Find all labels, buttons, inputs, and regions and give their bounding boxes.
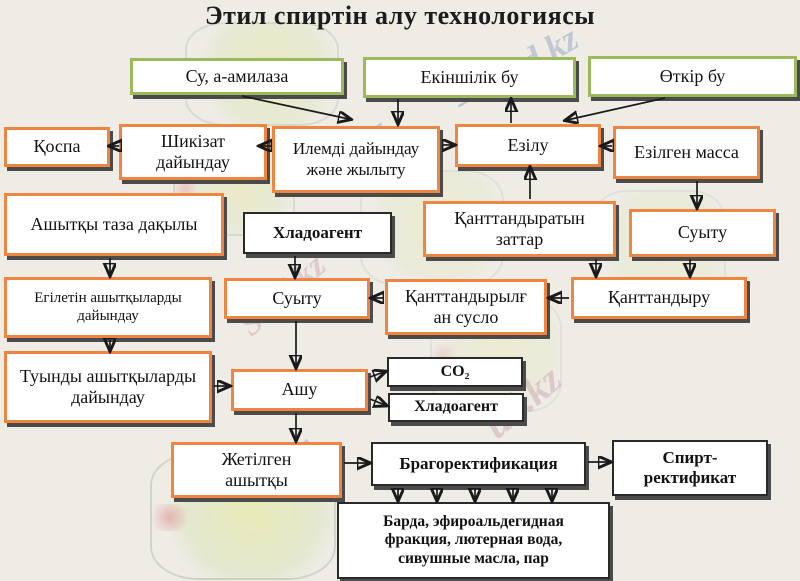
box-qanttandyru: Қанттандыру: [571, 277, 747, 319]
arrow-su-to-ilemdi: [241, 95, 349, 119]
box-qospa: Қоспа: [4, 127, 110, 167]
box-qanttandyratyn-zattar: Қанттандыратын заттар: [423, 201, 616, 257]
box-hladoagent-top: Хладоагент: [243, 212, 392, 254]
arrow-ashu-to-co2: [369, 372, 384, 377]
box-shikizat-dayindau: Шикізат дайындау: [119, 124, 267, 180]
box-ilemdi-dayindau: Илемді дайындау және жылыту: [272, 126, 440, 193]
box-co2: CO₂: [387, 357, 523, 387]
box-egiletin-ashytqylardy-dayindau: Егілетін ашытқыларды дайындау: [4, 277, 212, 338]
box-spirt-rektifikat: Спирт- ректификат: [612, 440, 768, 496]
box-suytu-middle: Суыту: [224, 278, 370, 319]
box-barda: Барда, эфироальдегидная фракция, лютерна…: [337, 502, 610, 579]
box-qanttandyrylgan-suslo: Қанттандырылғ ан сусло: [385, 279, 547, 335]
box-bragorektifikaciya: Брагоректификация: [371, 442, 586, 486]
box-zhetilgen-ashytqy: Жетілген ашытқы: [171, 442, 342, 498]
box-tuyndy-ashytqylardy-dayindau: Туынды ашытқыларды дайындау: [4, 351, 212, 423]
page-title: Этил спиртін алу технологиясы: [204, 1, 596, 30]
box-hladoagent-bottom: Хладоагент: [388, 393, 524, 422]
arrow-ashu-to-hladoagent: [369, 399, 385, 405]
box-ashu: Ашу: [231, 369, 368, 411]
box-ezilu: Езілу: [455, 124, 601, 167]
box-ashytqy-taza-daqyly: Ашытқы таза дақылы: [4, 193, 224, 256]
box-ezilgen-massa: Езілген масса: [613, 126, 760, 179]
box-otkir-bu: Өткір бу: [588, 56, 797, 97]
box-su-amilaza: Су, а-амилаза: [130, 58, 344, 95]
box-ekinshilik-bu: Екіншілік бу: [363, 57, 576, 98]
arrow-otkir-to-ezilu: [567, 97, 666, 120]
box-suytu-right: Суыту: [629, 209, 776, 257]
